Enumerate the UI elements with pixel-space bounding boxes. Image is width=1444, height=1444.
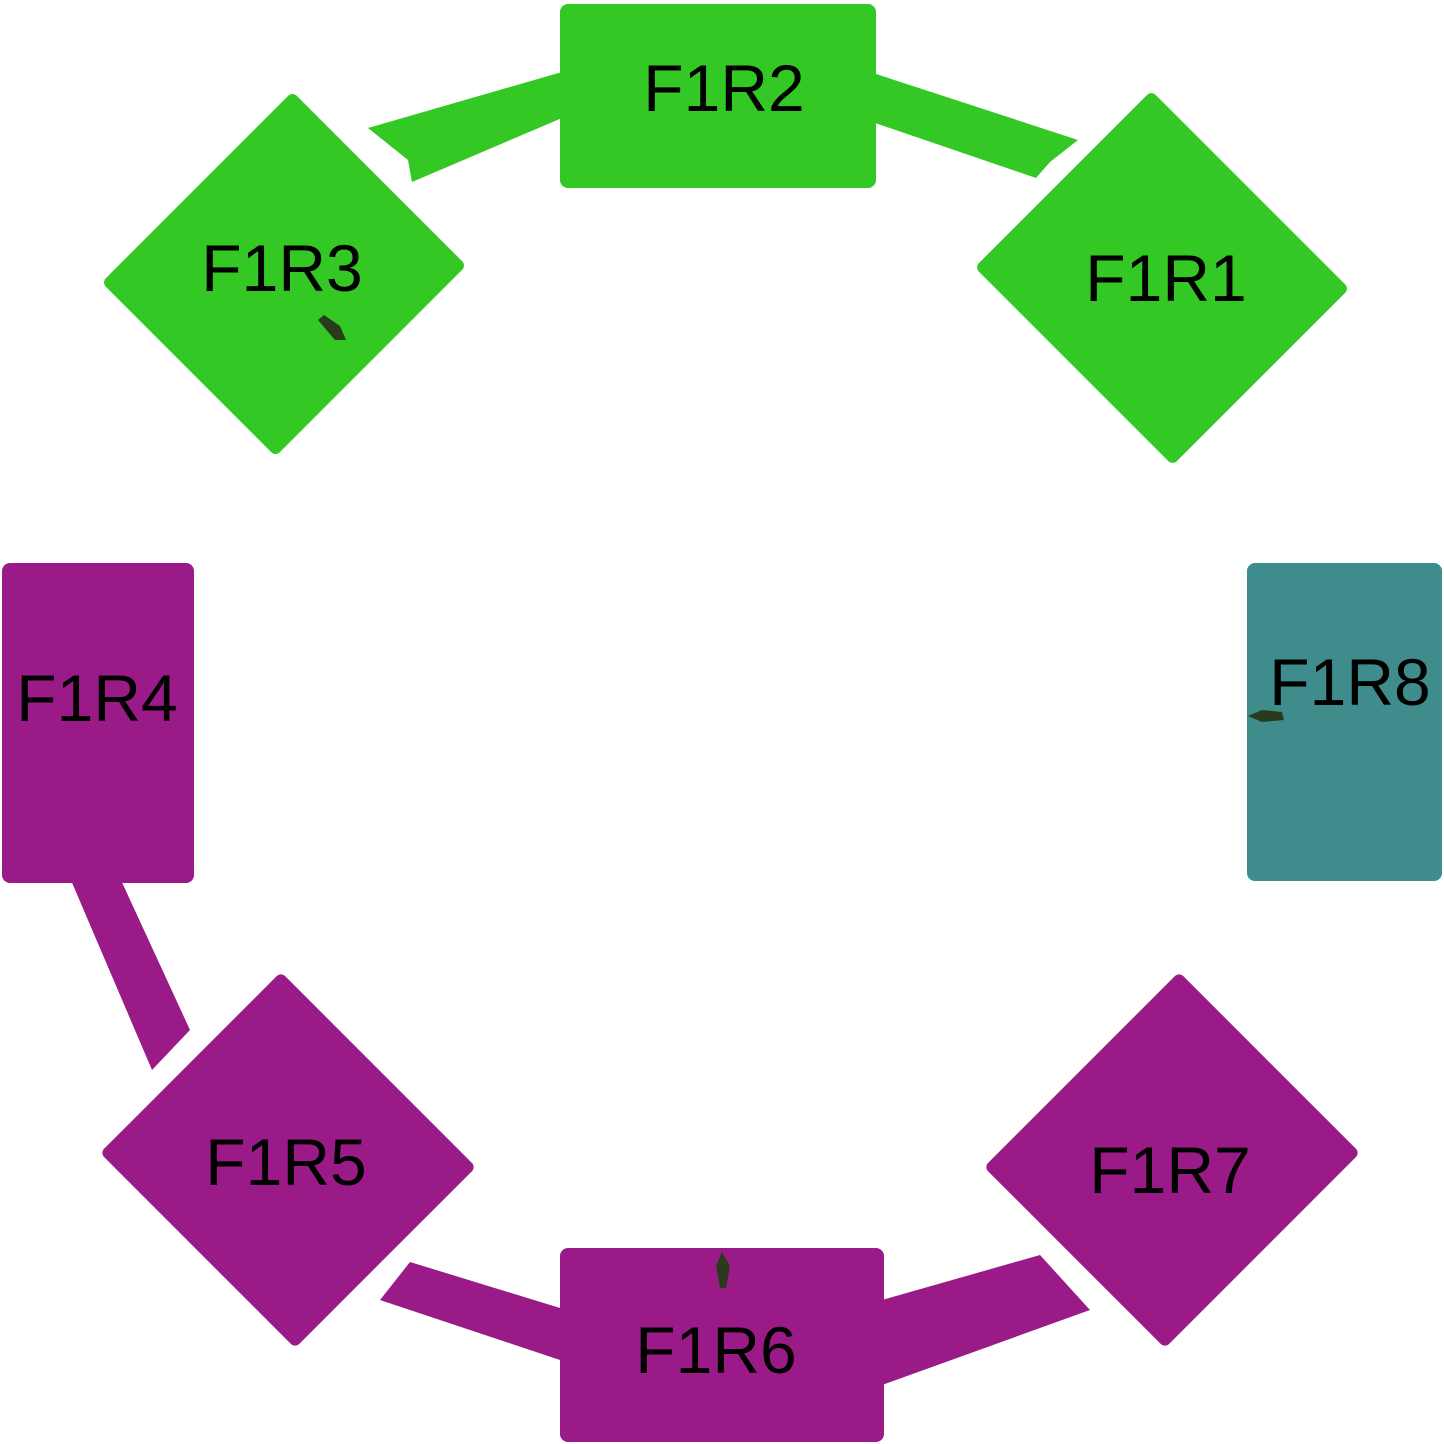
edge-F1R2-F1R3 [368, 72, 562, 182]
node-F1R3[interactable]: F1R3 [102, 92, 467, 457]
nodes: F1R2 F1R3 F1R1 F1R4 F1R8 F1R5 F1R7 [2, 4, 1442, 1442]
node-F1R8[interactable]: F1R8 [1247, 563, 1442, 881]
node-F1R1-shape [977, 93, 1347, 463]
edge-F1R5-F1R6 [380, 1262, 560, 1360]
node-F1R2[interactable]: F1R2 [560, 4, 876, 188]
node-F1R8-marker [1248, 710, 1284, 722]
node-F1R1[interactable]: F1R1 [975, 91, 1350, 466]
node-F1R5-label: F1R5 [205, 1125, 366, 1199]
edge-F1R2-F1R1 [870, 72, 1078, 178]
node-F1R4-shape [2, 563, 194, 883]
node-F1R7[interactable]: F1R7 [984, 972, 1360, 1348]
node-F1R1-label: F1R1 [1085, 241, 1246, 315]
edge-F1R4-F1R5 [70, 878, 190, 1070]
node-F1R4-label: F1R4 [16, 661, 177, 735]
node-F1R5[interactable]: F1R5 [100, 972, 476, 1348]
node-F1R7-label: F1R7 [1089, 1133, 1250, 1207]
node-F1R4[interactable]: F1R4 [2, 563, 194, 883]
node-F1R3-marker [318, 315, 346, 340]
node-F1R2-shape [560, 4, 876, 188]
edges [70, 72, 1090, 1385]
node-F1R7-shape [986, 974, 1358, 1346]
node-F1R3-label: F1R3 [201, 231, 362, 305]
node-F1R3-shape [104, 94, 464, 454]
node-F1R6[interactable]: F1R6 [560, 1248, 884, 1442]
node-F1R5-shape [102, 974, 474, 1346]
node-F1R8-label: F1R8 [1269, 645, 1430, 719]
node-F1R6-marker [716, 1252, 730, 1288]
node-F1R6-label: F1R6 [635, 1313, 796, 1387]
node-F1R2-label: F1R2 [643, 51, 804, 125]
edge-F1R6-F1R7 [882, 1255, 1090, 1385]
node-F1R6-shape [560, 1248, 884, 1442]
node-F1R8-shape [1247, 563, 1442, 881]
